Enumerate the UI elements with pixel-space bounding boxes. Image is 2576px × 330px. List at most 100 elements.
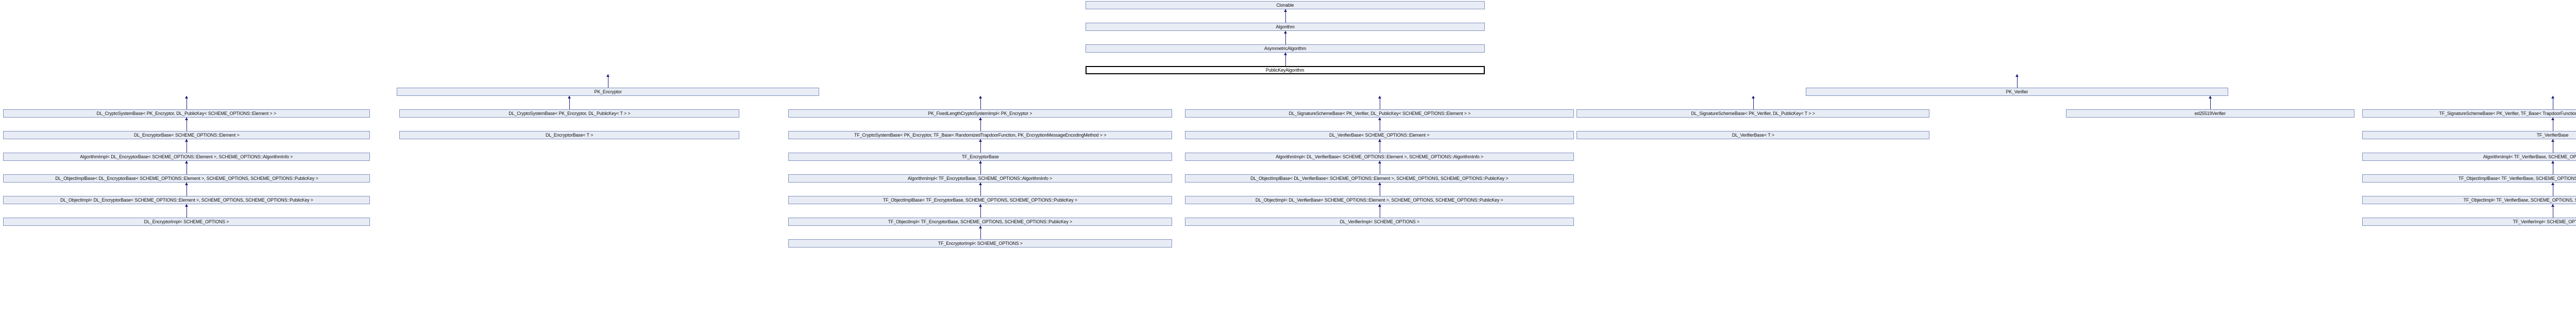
class-node-label: DL_ObjectImpl< DL_VerifierBase< SCHEME_O… [1256,197,1503,203]
class-node-n22[interactable]: AlgorithmImpl< TF_VerifierBase, SCHEME_O… [2362,153,2576,161]
class-node-n35[interactable]: TF_EncryptorImpl< SCHEME_OPTIONS > [788,239,1172,248]
class-node-n33[interactable]: DL_VerifierImpl< SCHEME_OPTIONS > [1185,218,1574,226]
class-node-n3[interactable]: PublicKeyAlgorithm [1086,66,1485,74]
class-node-label: DL_CryptoSystemBase< PK_Encryptor, DL_Pu… [508,110,631,116]
inheritance-arrow-icon [2015,74,2019,77]
inheritance-arrow-icon [979,139,982,142]
class-node-n25[interactable]: DL_ObjectImplBase< DL_VerifierBase< SCHE… [1185,174,1574,183]
inheritance-arrow-icon [2551,183,2554,185]
inheritance-arrow-icon [979,118,982,120]
class-node-n0[interactable]: Clonable [1086,1,1485,9]
inheritance-arrow-icon [2551,161,2554,163]
inheritance-edge [2017,74,2018,88]
class-node-label: DL_ObjectImplBase< DL_VerifierBase< SCHE… [1250,175,1509,181]
class-node-label: TF_ObjectImpl< TF_VerifierBase, SCHEME_O… [2463,197,2576,203]
class-node-n27[interactable]: DL_ObjectImpl< DL_EncryptorBase< SCHEME_… [3,196,370,204]
inheritance-arrow-icon [2551,96,2554,98]
class-node-n16[interactable]: DL_VerifierBase< SCHEME_OPTIONS::Element… [1185,131,1574,139]
class-node-n11[interactable]: ed25519Verifier [2066,109,2354,118]
class-node-label: TF_SignatureSchemeBase< PK_Verifier, TF_… [2439,110,2576,116]
class-node-label: PublicKeyAlgorithm [1266,67,1304,73]
class-node-label: TF_ObjectImplBase< TF_EncryptorBase, SCH… [883,197,1078,203]
class-node-label: AlgorithmImpl< TF_EncryptorBase, SCHEME_… [908,175,1053,181]
class-node-label: Clonable [1276,2,1294,8]
class-node-n23[interactable]: DL_ObjectImplBase< DL_EncryptorBase< SCH… [3,174,370,183]
class-node-label: DL_VerifierImpl< SCHEME_OPTIONS > [1340,219,1419,224]
class-node-label: DL_ObjectImpl< DL_EncryptorBase< SCHEME_… [60,197,313,203]
class-node-n31[interactable]: DL_EncryptorImpl< SCHEME_OPTIONS > [3,218,370,226]
inheritance-arrow-icon [185,183,188,185]
inheritance-edge [980,139,981,153]
class-node-label: DL_EncryptorBase< SCHEME_OPTIONS::Elemen… [133,132,240,138]
class-node-n10[interactable]: DL_SignatureSchemeBase< PK_Verifier, DL_… [1577,109,1929,118]
inheritance-arrow-icon [1378,118,1381,120]
class-node-label: DL_VerifierBase< T > [1732,132,1774,138]
class-node-n1[interactable]: Algorithm [1086,23,1485,31]
class-node-n5[interactable]: PK_Verifier [1806,88,2228,96]
class-node-n17[interactable]: DL_VerifierBase< T > [1577,131,1929,139]
inheritance-edge [980,96,981,109]
class-node-label: PK_Verifier [2006,89,2028,94]
class-node-n18[interactable]: TF_VerifierBase [2362,131,2576,139]
inheritance-edge [1285,53,1286,66]
class-node-label: PK_Encryptor [594,89,622,94]
inheritance-edge [1753,96,1754,109]
inheritance-arrow-icon [1284,31,1287,34]
inheritance-arrow-icon [1378,183,1381,185]
class-node-label: DL_EncryptorImpl< SCHEME_OPTIONS > [144,219,229,224]
class-node-n4[interactable]: PK_Encryptor [397,88,819,96]
inheritance-edge [980,118,981,131]
class-node-n12[interactable]: TF_SignatureSchemeBase< PK_Verifier, TF_… [2362,109,2576,118]
class-node-label: AlgorithmImpl< DL_VerifierBase< SCHEME_O… [1276,154,1483,159]
inheritance-edge [980,226,981,239]
class-node-n34[interactable]: TF_VerifierImpl< SCHEME_OPTIONS > [2362,218,2576,226]
inheritance-edge [569,96,570,109]
inheritance-arrow-icon [979,96,982,98]
inheritance-arrow-icon [979,226,982,228]
inheritance-arrow-icon [185,204,188,207]
inheritance-edge [2210,96,2211,109]
class-node-n21[interactable]: AlgorithmImpl< DL_VerifierBase< SCHEME_O… [1185,153,1574,161]
class-node-n6[interactable]: DL_CryptoSystemBase< PK_Encryptor, DL_Pu… [3,109,370,118]
class-node-label: Algorithm [1276,24,1295,29]
class-node-n9[interactable]: DL_SignatureSchemeBase< PK_Verifier, DL_… [1185,109,1574,118]
inheritance-arrow-icon [185,161,188,163]
class-node-label: TF_CryptoSystemBase< PK_Encryptor, TF_Ba… [854,132,1107,138]
inheritance-arrow-icon [2551,139,2554,142]
class-node-n8[interactable]: PK_FixedLengthCryptoSystemImpl< PK_Encry… [788,109,1172,118]
inheritance-arrow-icon [1378,204,1381,207]
class-node-label: AsymmetricAlgorithm [1264,45,1307,51]
inheritance-arrow-icon [2551,204,2554,207]
inheritance-arrow-icon [2551,118,2554,120]
class-node-label: ed25519Verifier [2194,110,2226,116]
class-node-n30[interactable]: TF_ObjectImpl< TF_VerifierBase, SCHEME_O… [2362,196,2576,204]
class-node-n20[interactable]: TF_EncryptorBase [788,153,1172,161]
class-node-label: TF_ObjectImplBase< TF_VerifierBase, SCHE… [2458,175,2576,181]
class-node-label: TF_EncryptorBase [961,154,999,159]
class-node-label: DL_EncryptorBase< T > [545,132,594,138]
class-node-n2[interactable]: AsymmetricAlgorithm [1086,44,1485,53]
class-node-n28[interactable]: TF_ObjectImplBase< TF_EncryptorBase, SCH… [788,196,1172,204]
inheritance-arrow-icon [185,118,188,120]
class-node-n24[interactable]: AlgorithmImpl< TF_EncryptorBase, SCHEME_… [788,174,1172,183]
class-node-label: DL_ObjectImplBase< DL_EncryptorBase< SCH… [55,175,318,181]
class-node-label: AlgorithmImpl< TF_VerifierBase, SCHEME_O… [2483,154,2576,159]
class-node-n7[interactable]: DL_CryptoSystemBase< PK_Encryptor, DL_Pu… [399,109,739,118]
inheritance-arrow-icon [1284,9,1287,12]
class-node-label: DL_VerifierBase< SCHEME_OPTIONS::Element… [1329,132,1430,138]
class-node-n32[interactable]: TF_ObjectImpl< TF_EncryptorBase, SCHEME_… [788,218,1172,226]
class-node-label: TF_ObjectImpl< TF_EncryptorBase, SCHEME_… [888,219,1073,224]
inheritance-arrow-icon [185,96,188,98]
inheritance-arrow-icon [979,204,982,207]
class-node-n15[interactable]: TF_CryptoSystemBase< PK_Encryptor, TF_Ba… [788,131,1172,139]
class-node-n14[interactable]: DL_EncryptorBase< T > [399,131,739,139]
class-node-n26[interactable]: TF_ObjectImplBase< TF_VerifierBase, SCHE… [2362,174,2576,183]
class-node-n13[interactable]: DL_EncryptorBase< SCHEME_OPTIONS::Elemen… [3,131,370,139]
inheritance-arrow-icon [1378,139,1381,142]
class-node-n19[interactable]: AlgorithmImpl< DL_EncryptorBase< SCHEME_… [3,153,370,161]
inheritance-arrow-icon [606,74,609,77]
inheritance-arrow-icon [2209,96,2212,98]
class-node-label: TF_VerifierImpl< SCHEME_OPTIONS > [2513,219,2576,224]
class-node-label: TF_EncryptorImpl< SCHEME_OPTIONS > [938,240,1023,246]
class-node-n29[interactable]: DL_ObjectImpl< DL_VerifierBase< SCHEME_O… [1185,196,1574,204]
